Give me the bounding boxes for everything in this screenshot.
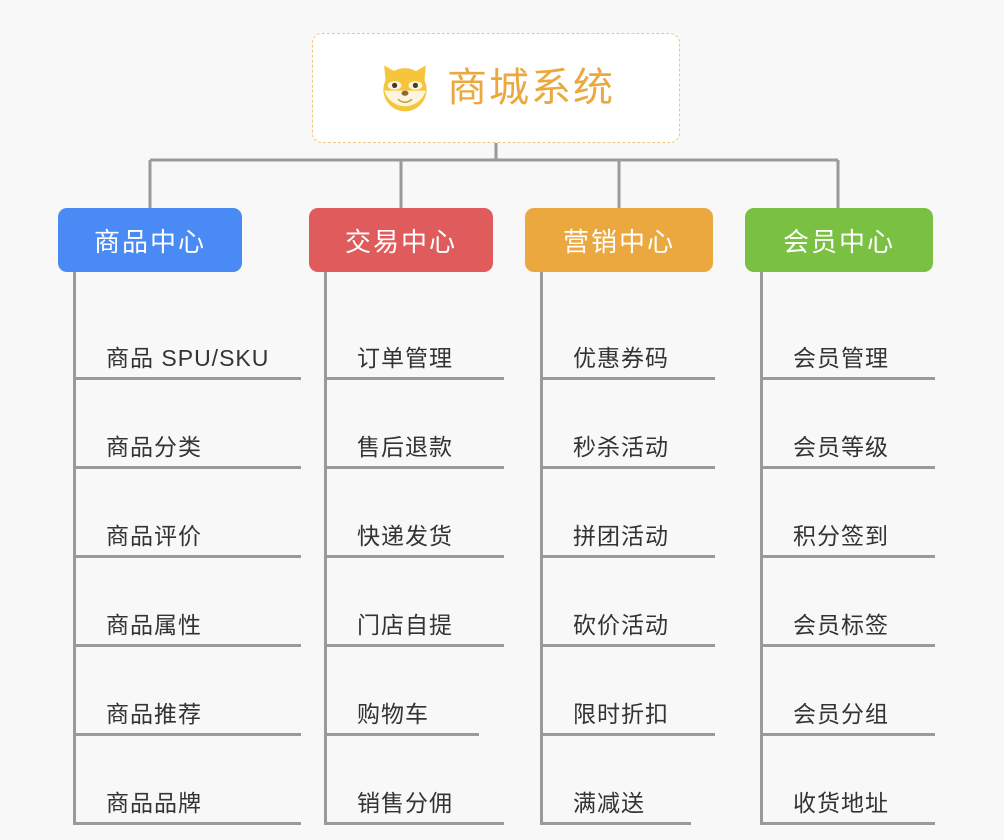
list-item-label: 拼团活动 <box>573 522 669 549</box>
root-title: 商城系统 <box>447 66 615 110</box>
list-item[interactable]: 秒杀活动 <box>543 380 715 469</box>
list-item[interactable]: 会员标签 <box>763 558 935 647</box>
root-node[interactable]: 商城系统 <box>312 33 680 143</box>
list-item-rule <box>76 644 301 647</box>
list-item[interactable]: 商品 SPU/SKU <box>76 272 301 380</box>
list-item-label: 销售分佣 <box>357 789 453 816</box>
list-item-label: 售后退款 <box>357 433 453 460</box>
list-item-rule <box>543 644 715 647</box>
list-item[interactable]: 商品评价 <box>76 469 301 558</box>
list-item[interactable]: 门店自提 <box>327 558 504 647</box>
list-item[interactable]: 售后退款 <box>327 380 504 469</box>
branch-items-0: 商品 SPU/SKU 商品分类 商品评价 商品属性 商品推荐 商品品牌 <box>73 272 301 825</box>
list-item-label: 会员分组 <box>793 700 889 727</box>
list-item-label: 满减送 <box>573 789 645 816</box>
list-item-rule <box>327 555 504 558</box>
shiba-dog-face-icon <box>383 65 427 112</box>
list-item-label: 会员等级 <box>793 433 889 460</box>
branch-column-0: 商品中心 商品 SPU/SKU 商品分类 商品评价 商品属性 商品推荐 <box>58 208 301 825</box>
list-item-rule <box>327 822 504 825</box>
list-item-rule <box>76 822 301 825</box>
list-item[interactable]: 优惠券码 <box>543 272 715 380</box>
branch-items-2: 优惠券码 秒杀活动 拼团活动 砍价活动 限时折扣 满减送 <box>540 272 715 825</box>
list-item[interactable]: 拼团活动 <box>543 469 715 558</box>
list-item-label: 收货地址 <box>793 789 889 816</box>
list-item-rule <box>763 822 935 825</box>
list-item-rule <box>327 377 504 380</box>
list-item-label: 会员管理 <box>793 344 889 371</box>
branch-header-label-3: 会员中心 <box>782 226 895 257</box>
branch-column-1: 交易中心 订单管理 售后退款 快递发货 门店自提 购物车 <box>309 208 504 825</box>
branch-header-label-1: 交易中心 <box>344 226 457 257</box>
list-item-label: 商品评价 <box>106 522 202 549</box>
list-item[interactable]: 商品分类 <box>76 380 301 469</box>
branch-column-2: 营销中心 优惠券码 秒杀活动 拼团活动 砍价活动 限时折扣 <box>525 208 715 825</box>
branch-header-label-0: 商品中心 <box>93 226 206 257</box>
branch-header-2[interactable]: 营销中心 <box>525 208 713 272</box>
list-item-label: 购物车 <box>357 700 429 727</box>
list-item-rule <box>763 466 935 469</box>
list-item-rule <box>763 644 935 647</box>
list-item[interactable]: 会员等级 <box>763 380 935 469</box>
list-item-rule <box>327 466 504 469</box>
list-item-label: 商品属性 <box>106 611 202 638</box>
list-item-rule <box>327 644 504 647</box>
list-item[interactable]: 快递发货 <box>327 469 504 558</box>
list-item[interactable]: 收货地址 <box>763 736 935 825</box>
list-item-label: 秒杀活动 <box>573 433 669 460</box>
list-item[interactable]: 销售分佣 <box>327 736 504 825</box>
list-item[interactable]: 会员分组 <box>763 647 935 736</box>
list-item-rule <box>543 377 715 380</box>
list-item[interactable]: 会员管理 <box>763 272 935 380</box>
list-item-label: 商品推荐 <box>106 700 202 727</box>
branch-column-3: 会员中心 会员管理 会员等级 积分签到 会员标签 会员分组 <box>745 208 935 825</box>
list-item[interactable]: 购物车 <box>327 647 504 736</box>
list-item-label: 积分签到 <box>793 522 889 549</box>
list-item-label: 会员标签 <box>793 611 889 638</box>
list-item-rule <box>76 466 301 469</box>
list-item[interactable]: 商品推荐 <box>76 647 301 736</box>
list-item[interactable]: 满减送 <box>543 736 715 825</box>
list-item-rule <box>543 466 715 469</box>
list-item-rule <box>763 555 935 558</box>
list-item-label: 优惠券码 <box>573 344 669 371</box>
list-item-label: 门店自提 <box>357 611 453 638</box>
branch-header-label-2: 营销中心 <box>562 226 675 257</box>
list-item-rule <box>327 733 479 736</box>
list-item-rule <box>543 555 715 558</box>
list-item[interactable]: 积分签到 <box>763 469 935 558</box>
list-item[interactable]: 砍价活动 <box>543 558 715 647</box>
list-item-rule <box>543 733 715 736</box>
list-item-label: 商品品牌 <box>106 789 202 816</box>
branch-header-1[interactable]: 交易中心 <box>309 208 493 272</box>
list-item[interactable]: 商品属性 <box>76 558 301 647</box>
list-item-label: 商品 SPU/SKU <box>106 344 270 371</box>
list-item[interactable]: 订单管理 <box>327 272 504 380</box>
list-item[interactable]: 限时折扣 <box>543 647 715 736</box>
branch-items-3: 会员管理 会员等级 积分签到 会员标签 会员分组 收货地址 <box>760 272 935 825</box>
list-item-label: 限时折扣 <box>573 700 669 727</box>
list-item-rule <box>76 733 301 736</box>
list-item-rule <box>763 733 935 736</box>
list-item-label: 商品分类 <box>106 433 202 460</box>
list-item-rule <box>76 555 301 558</box>
list-item-label: 快递发货 <box>357 522 453 549</box>
branch-header-3[interactable]: 会员中心 <box>745 208 933 272</box>
branch-header-0[interactable]: 商品中心 <box>58 208 242 272</box>
list-item-label: 砍价活动 <box>573 611 669 638</box>
list-item-label: 订单管理 <box>357 344 453 371</box>
list-item-rule <box>76 377 301 380</box>
branch-items-1: 订单管理 售后退款 快递发货 门店自提 购物车 销售分佣 <box>324 272 504 825</box>
list-item-rule <box>543 822 691 825</box>
list-item[interactable]: 商品品牌 <box>76 736 301 825</box>
list-item-rule <box>763 377 935 380</box>
